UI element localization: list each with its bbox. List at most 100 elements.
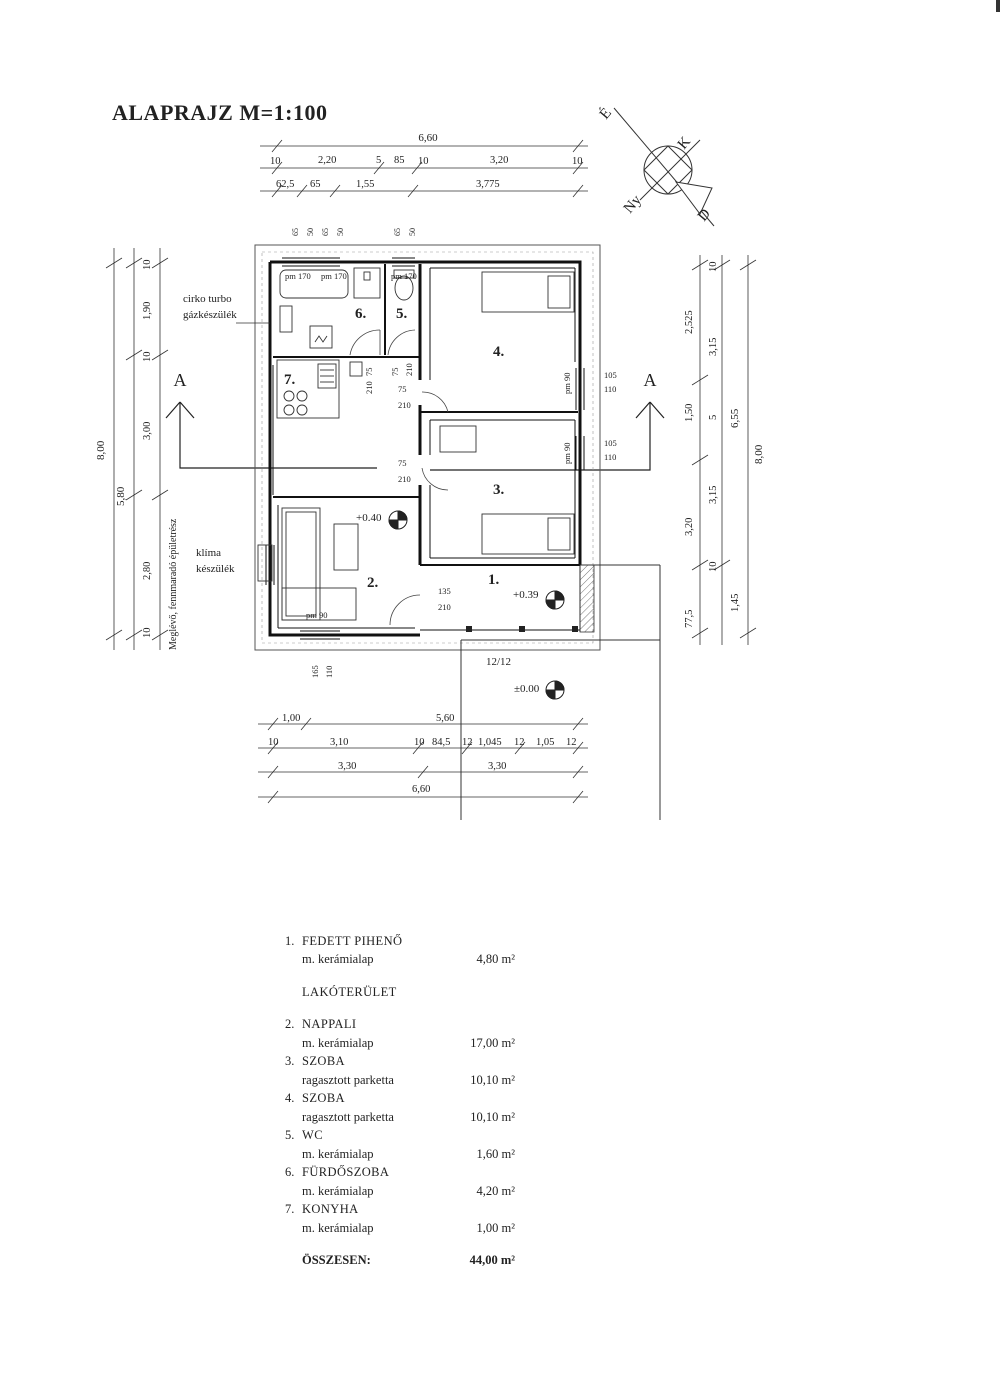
legend-number: 7.: [285, 1202, 295, 1217]
opening-label: pm 170: [321, 271, 347, 281]
dim-label: 1,045: [478, 737, 502, 748]
legend-number: 3.: [285, 1054, 295, 1069]
dim-label: 1,45: [730, 594, 741, 612]
compass-west: Ny: [621, 192, 645, 217]
legend-material: m. kerámialap: [302, 1220, 374, 1235]
legend-area: 10,10 m²: [470, 1072, 515, 1087]
room-number: 6.: [355, 306, 367, 322]
opening-label: 165: [310, 665, 320, 678]
left-dim-total: 8,00: [95, 440, 107, 460]
legend-room-name: FEDETT PIHENŐ: [302, 933, 403, 948]
opening-label: pm 170: [285, 271, 311, 281]
dim-label: 10: [414, 737, 425, 748]
floor-plan-drawing: É K Ny D 6,60 10 2,20 5 85 10 3,20 10 62…: [95, 105, 765, 820]
legend-room-name: KONYHA: [302, 1202, 359, 1217]
legend-number: 5.: [285, 1128, 295, 1143]
opening-label: 75: [398, 384, 407, 394]
level-veranda: +0.39: [513, 589, 539, 601]
dim-label: 12: [462, 737, 473, 748]
ac-label-1: klíma: [196, 547, 221, 559]
dim-label: 65: [393, 228, 402, 236]
opening-label: pm 90: [562, 443, 572, 465]
opening-label: 210: [398, 474, 411, 484]
dim-label: 10: [708, 562, 719, 573]
level-markers: [388, 510, 565, 700]
bottom-dim-3b: 3,30: [488, 761, 506, 772]
dim-label: 10: [418, 156, 429, 167]
existing-building-note: Meglévő, fennmaradó épületrész: [168, 518, 179, 650]
right-dim-mid: 6,55: [729, 408, 741, 428]
living-furniture: [257, 507, 359, 621]
compass-north: É: [596, 105, 615, 123]
left-dimension-lines: [105, 248, 169, 650]
legend-material-row: m. kerámialap 4,80 m²: [285, 951, 515, 970]
opening-label: 210: [404, 363, 414, 376]
legend-material-row: m. kerámialap 17,00 m²: [285, 1034, 515, 1053]
dim-label: 1,90: [142, 302, 153, 320]
legend-item: 4. SZOBA: [285, 1090, 515, 1109]
opening-label: pm 90: [562, 373, 572, 395]
section-mark-left: A: [174, 370, 187, 390]
dim-label: 65: [310, 179, 321, 190]
windows: [265, 257, 585, 640]
dim-label: 3,20: [490, 155, 508, 166]
dim-label: 1,50: [684, 404, 695, 422]
boiler-label-2: gázkészülék: [183, 309, 237, 321]
dim-label: 10: [572, 156, 583, 167]
legend-number: 6.: [285, 1165, 295, 1180]
ac-label-2: készülék: [196, 563, 235, 575]
legend-area: 4,80 m²: [476, 952, 515, 967]
veranda-wall-hatch: [579, 564, 595, 633]
legend-total-label: ÖSSZESEN:: [302, 1253, 371, 1268]
legend-area: 10,10 m²: [470, 1109, 515, 1124]
dim-label: 2,525: [684, 310, 695, 334]
opening-label: 75: [364, 368, 374, 377]
section-mark-right: A: [644, 370, 657, 390]
compass-east: K: [675, 134, 694, 153]
opening-label: 110: [324, 666, 334, 678]
top-small-verticals: 65 50 65 50 65 50: [291, 228, 417, 236]
legend-item: 6. FÜRDŐSZOBA: [285, 1164, 515, 1183]
compass-rose: [613, 107, 715, 227]
legend-room-name: SZOBA: [302, 1091, 345, 1106]
dim-label: 10: [142, 628, 153, 639]
dim-label: 3,15: [708, 338, 719, 356]
legend-item: 1. FEDETT PIHENŐ: [285, 932, 515, 951]
kitchen-fixtures: [276, 359, 363, 419]
opening-label: 110: [604, 452, 616, 462]
boiler-label-1: cirko turbo: [183, 293, 232, 305]
dim-label: 10: [268, 737, 279, 748]
bedroom-beds: [439, 271, 575, 555]
legend-material: ragasztott parketta: [302, 1109, 394, 1124]
dim-label: 5: [376, 155, 381, 166]
opening-label: pm 170: [391, 271, 417, 281]
dim-label: 1,55: [356, 179, 374, 190]
dim-label: 50: [408, 228, 417, 236]
foundation-line: [261, 251, 594, 644]
right-dim-inner: 10 2,525 3,15 1,50 5 3,15 3,20 10 1,45 7…: [684, 262, 741, 629]
legend-area: 1,00 m²: [476, 1220, 515, 1235]
section-line-aa: [165, 401, 665, 471]
legend-room-name: SZOBA: [302, 1054, 345, 1069]
opening-label: 135: [438, 586, 451, 596]
entry-lines: [460, 564, 661, 820]
dim-label: 10: [708, 262, 719, 273]
bottom-dim-3a: 3,30: [338, 761, 356, 772]
legend-room-name: NAPPALI: [302, 1017, 357, 1032]
steps-label: 12/12: [486, 656, 511, 668]
legend-material: m. kerámialap: [302, 1183, 374, 1198]
dim-label: 3,00: [142, 422, 153, 440]
room-number: 3.: [493, 482, 505, 498]
dim-label: 10: [270, 156, 281, 167]
bottom-dimension-lines: [258, 717, 588, 804]
legend-number: 1.: [285, 933, 295, 948]
legend-material-row: ragasztott parketta 10,10 m²: [285, 1071, 515, 1090]
legend-material-row: m. kerámialap 4,20 m²: [285, 1182, 515, 1201]
dim-label: 84,5: [432, 737, 450, 748]
dim-label: 12: [514, 737, 525, 748]
top-dim-row1: 10 2,20 5 85 10 3,20 10: [270, 155, 583, 167]
room-area-legend: 1. FEDETT PIHENŐ m. kerámialap 4,80 m² L…: [285, 932, 515, 1270]
scan-edge-mark: [996, 0, 1000, 12]
left-dim-inner: 10 1,90 10 3,00 2,80 10: [142, 260, 153, 639]
level-ground: ±0.00: [514, 683, 540, 695]
